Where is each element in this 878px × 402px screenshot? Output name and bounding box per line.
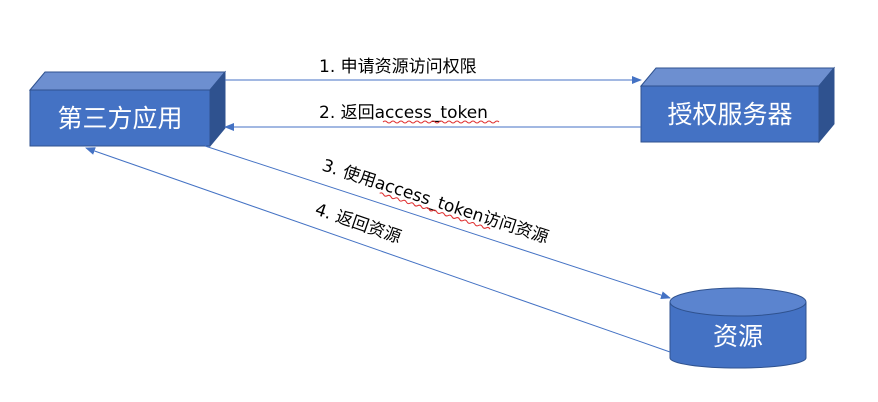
return-token-spellcheck xyxy=(382,120,500,124)
resource-node: 资源 xyxy=(669,287,807,369)
use-token-spellcheck xyxy=(379,192,491,230)
auth-server-node: 授权服务器 xyxy=(639,66,836,144)
auth-server-label: 授权服务器 xyxy=(667,100,792,129)
third-party-app-top xyxy=(28,71,227,91)
resource-cylinder-top xyxy=(669,287,807,317)
third-party-app-label: 第三方应用 xyxy=(57,104,182,133)
use-token-label: 3. 使用access_token访问资源 xyxy=(319,155,551,248)
return-token-label: 2. 返回access_token xyxy=(319,103,488,123)
auth-server-front xyxy=(640,85,820,143)
third-party-app-front xyxy=(29,89,211,147)
request-permission-label: 1. 申请资源访问权限 xyxy=(319,57,477,77)
resource-label: 资源 xyxy=(713,322,763,351)
return-resource-arrow xyxy=(85,147,671,353)
auth-server-top xyxy=(639,67,836,87)
resource-cylinder-body xyxy=(669,302,807,369)
use-token-arrow xyxy=(204,145,671,300)
third-party-app-node: 第三方应用 xyxy=(28,70,227,148)
return-resource-label: 4. 返回资源 xyxy=(312,200,403,248)
